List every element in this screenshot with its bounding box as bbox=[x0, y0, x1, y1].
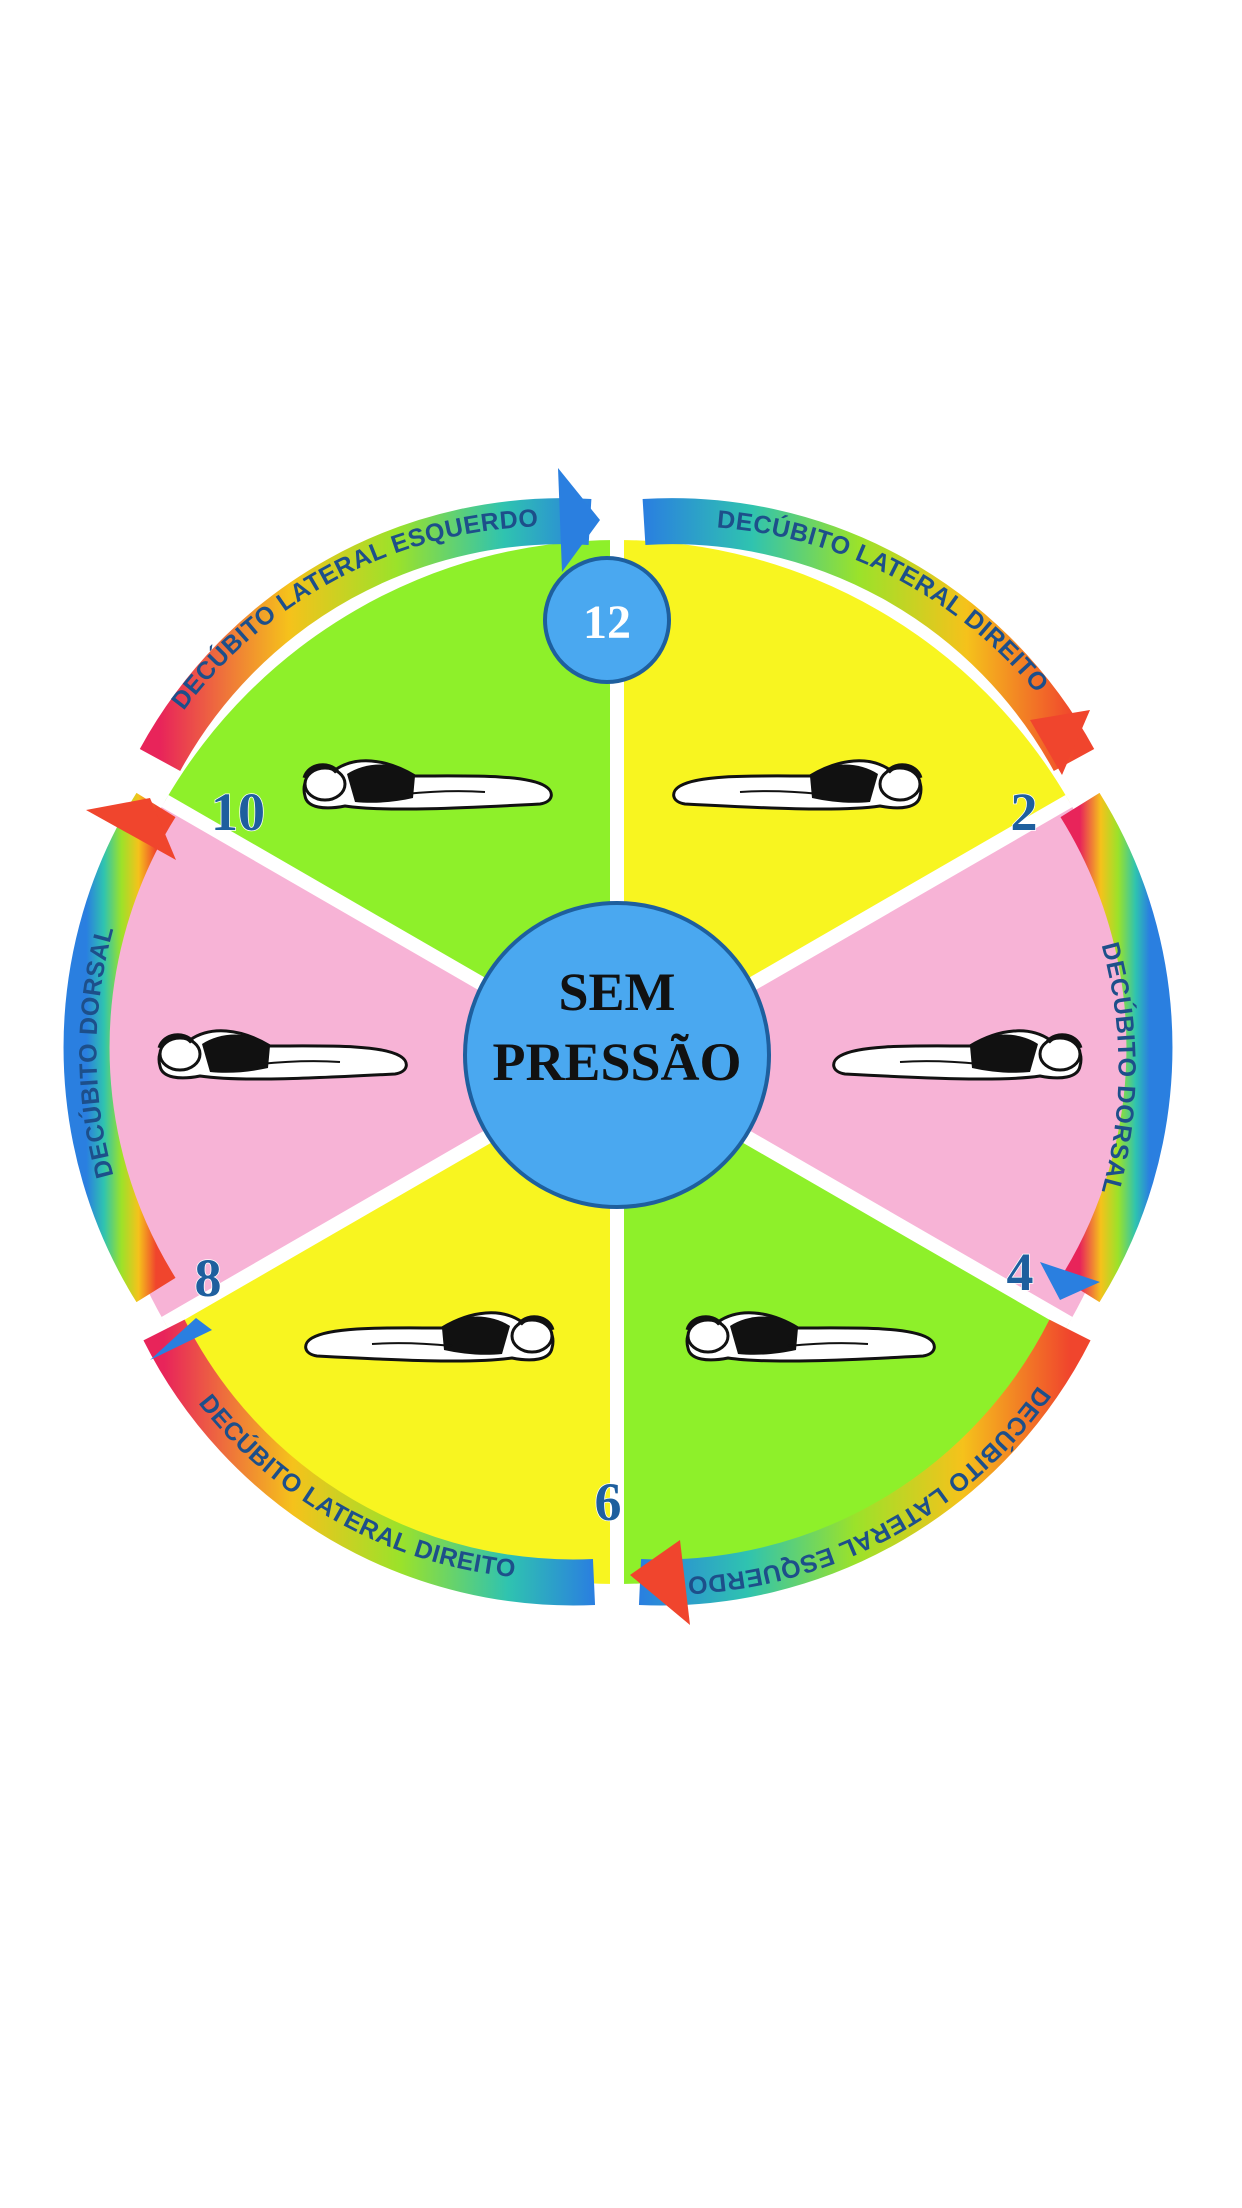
center-circle: SEM PRESSÃO bbox=[463, 901, 771, 1209]
center-title-line2: PRESSÃO bbox=[492, 1032, 741, 1092]
arrowhead-icon bbox=[1040, 1262, 1100, 1300]
hour-12-badge: 12 bbox=[543, 556, 671, 684]
arrowhead-icon bbox=[558, 468, 600, 572]
hour-10-label: 10 bbox=[211, 782, 265, 842]
hour-2-label: 2 bbox=[1011, 782, 1038, 842]
arrowhead-icon bbox=[150, 1318, 212, 1360]
center-title-line1: SEM bbox=[558, 962, 675, 1022]
rainbow-arrow-icon bbox=[63, 498, 1173, 1606]
hour-6-label: 6 bbox=[595, 1472, 622, 1532]
arrowhead-icon bbox=[1030, 710, 1090, 775]
hour-12-label: 12 bbox=[583, 596, 631, 649]
hour-4-label: 4 bbox=[1007, 1242, 1034, 1302]
arrowhead-icon bbox=[630, 1540, 690, 1625]
arrowhead-icon bbox=[86, 798, 176, 860]
arrow-heads bbox=[86, 468, 1100, 1625]
hour-8-label: 8 bbox=[195, 1248, 222, 1308]
